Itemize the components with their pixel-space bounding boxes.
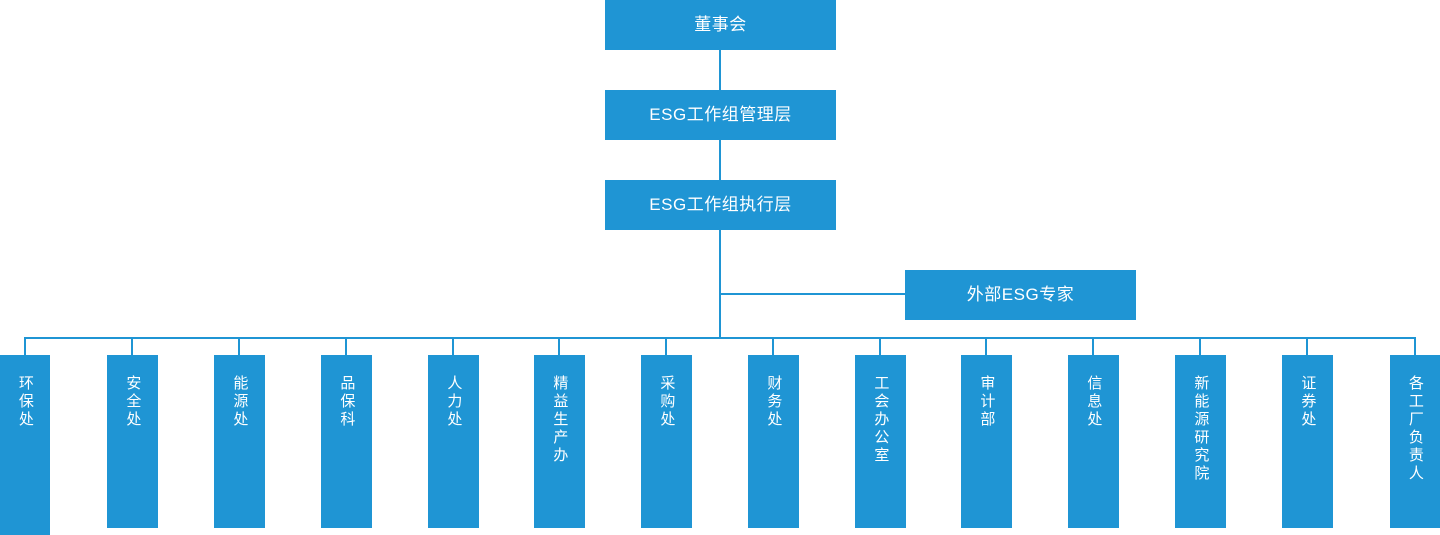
node-esg-execution-layer[interactable]: ESG工作组执行层	[605, 180, 836, 230]
node-department-7[interactable]: 采购处	[641, 355, 692, 528]
node-esg-management-layer[interactable]: ESG工作组管理层	[605, 90, 836, 140]
connector-drop-2	[131, 337, 133, 355]
node-department-9[interactable]: 工会办公室	[855, 355, 906, 528]
node-department-9-label: 工会办公室	[872, 375, 890, 465]
connector-drop-11	[1092, 337, 1094, 355]
node-external-esg-expert-label: 外部ESG专家	[966, 284, 1075, 304]
node-esg-execution-layer-label: ESG工作组执行层	[649, 194, 792, 214]
connector-drop-14	[1414, 337, 1416, 355]
connector-drop-5	[452, 337, 454, 355]
node-department-12[interactable]: 新能源研究院	[1175, 355, 1226, 528]
node-department-5[interactable]: 人力处	[428, 355, 479, 528]
node-department-8[interactable]: 财务处	[748, 355, 799, 528]
node-department-3-label: 能源处	[231, 375, 249, 429]
node-department-4[interactable]: 品保科	[321, 355, 372, 528]
connector-department-bus	[25, 337, 1416, 339]
node-department-10-label: 审计部	[978, 375, 996, 429]
connector-drop-1	[24, 337, 26, 355]
node-department-8-label: 财务处	[765, 375, 783, 429]
node-department-12-label: 新能源研究院	[1192, 375, 1210, 483]
node-department-11-label: 信息处	[1085, 375, 1103, 429]
connector-drop-9	[879, 337, 881, 355]
node-department-6-label: 精益生产办	[551, 375, 569, 465]
connector-execution-to-bus	[719, 230, 721, 339]
node-department-13[interactable]: 证券处	[1282, 355, 1333, 528]
node-department-14-label: 各工厂负责人	[1406, 375, 1424, 483]
node-department-7-label: 采购处	[658, 375, 676, 429]
node-department-14[interactable]: 各工厂负责人	[1390, 355, 1440, 528]
node-department-11[interactable]: 信息处	[1068, 355, 1119, 528]
connector-drop-3	[238, 337, 240, 355]
node-external-esg-expert[interactable]: 外部ESG专家	[905, 270, 1136, 320]
node-board-of-directors-label: 董事会	[694, 14, 747, 34]
connector-spine-to-advisor	[719, 293, 907, 295]
node-department-13-label: 证券处	[1299, 375, 1317, 429]
node-department-1[interactable]: 环保处	[0, 355, 50, 535]
connector-management-to-execution	[719, 140, 721, 180]
node-department-6[interactable]: 精益生产办	[534, 355, 585, 528]
node-department-3[interactable]: 能源处	[214, 355, 265, 528]
connector-drop-4	[345, 337, 347, 355]
node-department-2-label: 安全处	[124, 375, 142, 429]
node-department-1-label: 环保处	[16, 375, 34, 429]
connector-drop-6	[558, 337, 560, 355]
node-department-2[interactable]: 安全处	[107, 355, 158, 528]
connector-board-to-management	[719, 50, 721, 90]
connector-drop-8	[772, 337, 774, 355]
node-department-10[interactable]: 审计部	[961, 355, 1012, 528]
connector-drop-7	[665, 337, 667, 355]
connector-drop-13	[1306, 337, 1308, 355]
node-esg-management-layer-label: ESG工作组管理层	[649, 104, 792, 124]
connector-drop-10	[985, 337, 987, 355]
connector-drop-12	[1199, 337, 1201, 355]
node-department-4-label: 品保科	[338, 375, 356, 429]
node-department-5-label: 人力处	[445, 375, 463, 429]
node-board-of-directors[interactable]: 董事会	[605, 0, 836, 50]
